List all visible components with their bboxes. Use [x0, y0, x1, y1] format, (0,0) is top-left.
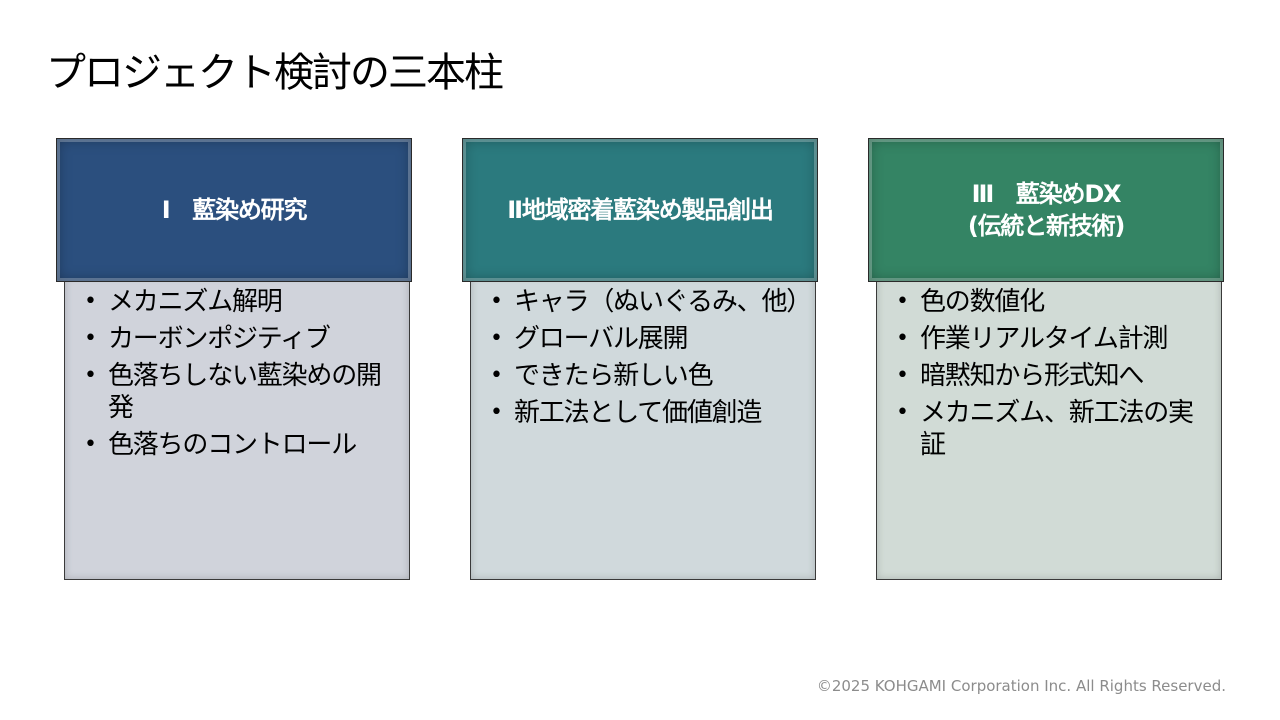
list-item: 暗黙知から形式知へ: [896, 360, 1216, 392]
list-item: 作業リアルタイム計測: [896, 323, 1216, 355]
list-item: メカニズム、新工法の実証: [896, 397, 1216, 461]
list-item: メカニズム解明: [84, 286, 404, 318]
pillar-item-list: メカニズム解明 カーボンポジティブ 色落ちしない藍染めの開発 色落ちのコントロー…: [84, 286, 404, 466]
pillar-header-title: Ⅱ地域密着藍染め製品創出: [507, 196, 774, 224]
pillar-item-list: キャラ（ぬいぐるみ、他） グローバル展開 できたら新しい色 新工法として価値創造: [490, 286, 812, 434]
pillar-regional-products: Ⅱ地域密着藍染め製品創出 キャラ（ぬいぐるみ、他） グローバル展開 できたら新し…: [462, 138, 818, 582]
pillar-research: Ⅰ 藍染め研究 メカニズム解明 カーボンポジティブ 色落ちしない藍染めの開発 色…: [56, 138, 412, 582]
pillar-header-title: Ⅲ 藍染めDX: [971, 180, 1122, 208]
list-item: 色の数値化: [896, 286, 1216, 318]
list-item: グローバル展開: [490, 323, 810, 355]
pillar-item-list: 色の数値化 作業リアルタイム計測 暗黙知から形式知へ メカニズム、新工法の実証: [896, 286, 1216, 466]
list-item: 新工法として価値創造: [490, 397, 810, 429]
pillar-header: Ⅰ 藍染め研究: [56, 138, 412, 282]
list-item: 色落ちのコントロール: [84, 429, 404, 461]
list-item: できたら新しい色: [490, 360, 810, 392]
pillar-header-subtitle: (伝統と新技術): [967, 212, 1126, 240]
pillar-header-title: Ⅰ 藍染め研究: [161, 196, 308, 224]
copyright-notice: ©2025 KOHGAMI Corporation Inc. All Right…: [816, 677, 1226, 695]
pillar-header: Ⅲ 藍染めDX (伝統と新技術): [868, 138, 1224, 282]
page-title: プロジェクト検討の三本柱: [46, 50, 504, 96]
list-item: 色落ちしない藍染めの開発: [84, 360, 404, 424]
list-item: キャラ（ぬいぐるみ、他）: [490, 286, 812, 318]
pillar-header: Ⅱ地域密着藍染め製品創出: [462, 138, 818, 282]
pillar-dx: Ⅲ 藍染めDX (伝統と新技術) 色の数値化 作業リアルタイム計測 暗黙知から形…: [868, 138, 1224, 582]
list-item: カーボンポジティブ: [84, 323, 404, 355]
